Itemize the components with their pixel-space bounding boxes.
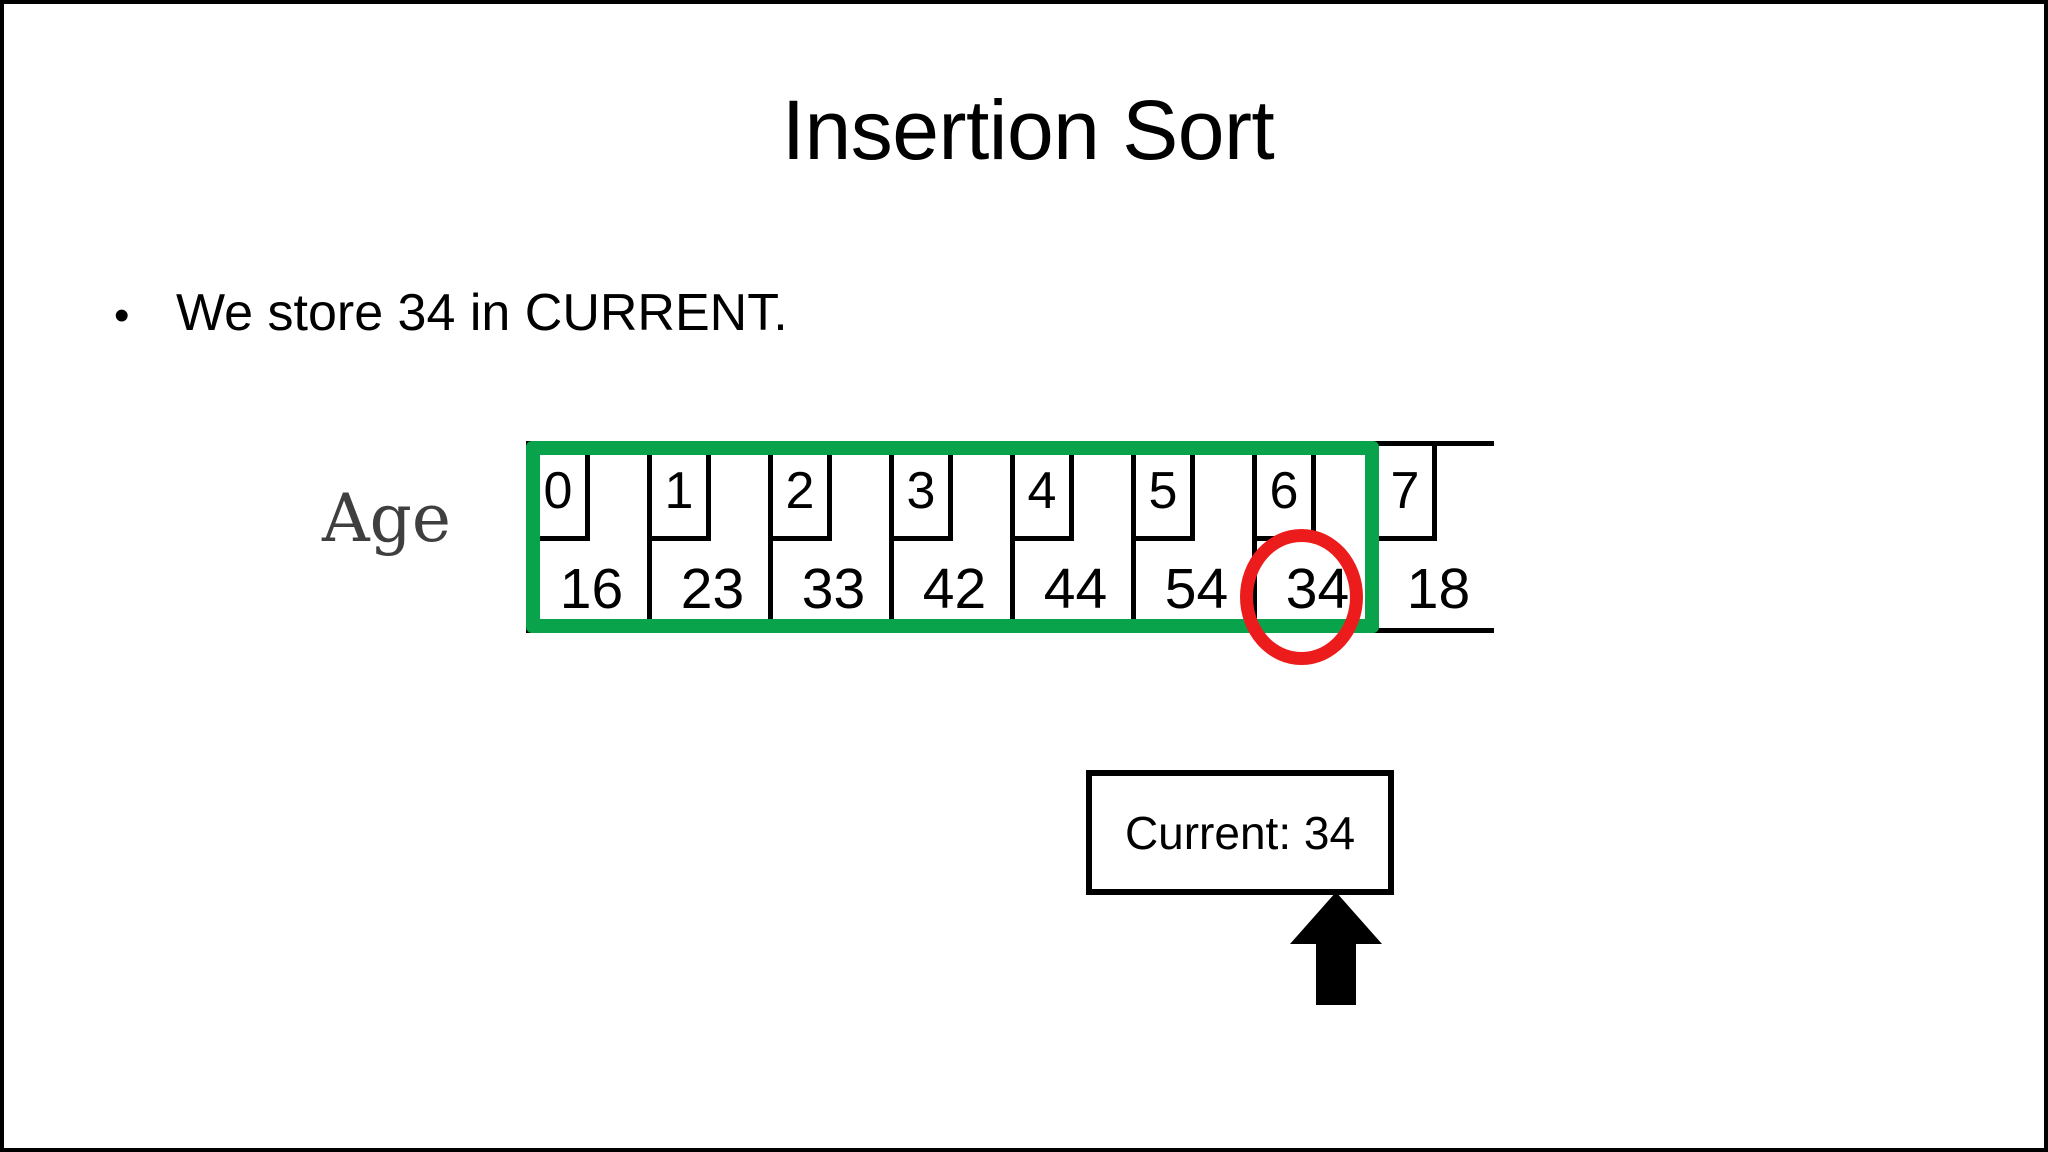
array-diagram: 0 16 1 23 2 33 3 42 4 44 5 54 — [526, 441, 1494, 665]
bullet-point-icon: • — [114, 291, 130, 340]
array-cell[interactable]: 6 34 — [1252, 441, 1373, 633]
page-title: Insertion Sort — [781, 83, 1275, 177]
array-cell-list: 0 16 1 23 2 33 3 42 4 44 5 54 — [526, 441, 1494, 665]
array-cell[interactable]: 7 18 — [1373, 441, 1494, 633]
array-cell-value: 23 — [680, 557, 745, 621]
array-cell-value: 42 — [922, 557, 987, 621]
bullet-item-label: We store 34 in CURRENT. — [176, 284, 788, 342]
array-cell-index: 7 — [1378, 446, 1437, 541]
array-cell[interactable]: 0 16 — [526, 441, 647, 633]
array-cell[interactable]: 3 42 — [889, 441, 1010, 633]
array-cell[interactable]: 1 23 — [647, 441, 768, 633]
array-name-label: Age — [322, 480, 451, 557]
array-cell-index: 4 — [1015, 446, 1074, 541]
array-cell[interactable]: 5 54 — [1131, 441, 1252, 633]
array-cell-index: 6 — [1257, 446, 1316, 541]
array-cell-index: 0 — [531, 446, 590, 541]
array-cell-value: 54 — [1164, 557, 1229, 621]
array-cell-index: 5 — [1136, 446, 1195, 541]
array-cell-value: 34 — [1285, 557, 1350, 621]
bullet-list-item: • We store 34 in CURRENT. — [114, 287, 788, 339]
array-cell-value: 33 — [801, 557, 866, 621]
array-cell-index: 2 — [773, 446, 832, 541]
up-arrow-icon — [1290, 892, 1382, 1005]
array-cell-value: 18 — [1406, 557, 1471, 621]
array-cell-value: 44 — [1043, 557, 1108, 621]
array-cell-index: 3 — [894, 446, 953, 541]
current-variable-box: Current: 34 — [1086, 770, 1394, 895]
array-cell[interactable]: 2 33 — [768, 441, 889, 633]
array-cell[interactable]: 4 44 — [1010, 441, 1131, 633]
array-cell-value: 16 — [559, 557, 624, 621]
array-cell-index: 1 — [652, 446, 711, 541]
